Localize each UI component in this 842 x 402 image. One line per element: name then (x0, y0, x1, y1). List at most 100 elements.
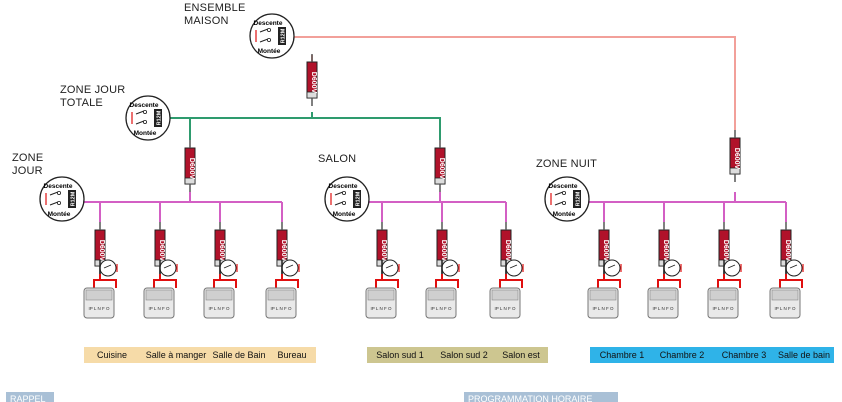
motor-terminals (367, 289, 395, 301)
relay-box (68, 190, 76, 208)
motor-terminal-label: IP L N F O (208, 306, 230, 311)
wire-local (786, 279, 803, 288)
shutter-motor: IP L N F O (587, 259, 622, 319)
motors-layer: IP L N F O IP L N F O IP L N F O IP L N F O… (83, 259, 804, 319)
diode-label: D600V (188, 158, 195, 180)
wires-layer (84, 36, 803, 288)
switch-contact (259, 38, 269, 43)
diode-label: D600V (218, 240, 225, 262)
room-label: Cuisine (96, 350, 127, 360)
motor-terminal-label: IP L N F O (430, 306, 452, 311)
room-label: Salon sud 1 (376, 350, 424, 360)
switch-contact (49, 201, 59, 206)
local-switch-contact (285, 264, 294, 269)
room-bar-nuit: Chambre 1 Chambre 2 Chambre 3 Salle de b… (590, 347, 834, 363)
wire-maison-nuit (290, 36, 736, 130)
local-switch (381, 259, 399, 277)
local-switch-contact (103, 264, 112, 269)
switch-terminal (562, 190, 567, 195)
room-label: Chambre 1 (599, 350, 645, 360)
motor-terminals (145, 289, 173, 301)
wire-local (499, 274, 507, 288)
switch-descente-label: Descente (44, 183, 73, 190)
shutter-motor: IP L N F O (425, 259, 460, 319)
switch-montee-label: Montée (553, 211, 576, 218)
diode-label: D600V (722, 240, 729, 262)
wire-local (724, 279, 741, 288)
wire-local (664, 279, 681, 288)
relay-label: R12M (281, 28, 287, 43)
switch-circle (125, 95, 171, 141)
room-label: Bureau (277, 350, 307, 360)
diode-jour: D600V (184, 140, 196, 192)
switch-circle (249, 13, 295, 59)
local-switch (505, 259, 523, 277)
local-switch-contact (789, 264, 798, 269)
motor-terminal-label: IP L N F O (774, 306, 796, 311)
relay-box (154, 109, 162, 127)
wire-local (717, 274, 725, 288)
relay-label: R12M (157, 110, 163, 125)
shutter-motor: IP L N F O (143, 259, 178, 319)
switch-contact (49, 191, 59, 196)
room-label: Chambre 3 (721, 350, 767, 360)
switch-contact (334, 201, 344, 206)
switch-montee-label: Montée (333, 211, 356, 218)
local-switch (219, 259, 237, 277)
relay-label: R12M (71, 191, 77, 206)
switch-descente-label: Descente (254, 20, 283, 27)
local-switch-contact (727, 264, 736, 269)
motor-terminals (649, 289, 677, 301)
motor-terminal-label: IP L N F O (712, 306, 734, 311)
diode-label: D600V (440, 240, 447, 262)
switch-terminal (57, 200, 62, 205)
local-switch (723, 259, 741, 277)
motor-terminals (491, 289, 519, 301)
room-label: Salle de Bain (212, 350, 266, 360)
section-tab-programmation[interactable]: PROGRAMMATION HORAIRE (464, 392, 618, 402)
relay-label: R12M (356, 191, 362, 206)
wire-local (657, 274, 665, 288)
room-label: Salle à manger (145, 350, 207, 360)
diode-label: D600V (662, 240, 669, 262)
wire-local (604, 279, 621, 288)
diode-label: D600V (733, 148, 740, 170)
motor-terminals (85, 289, 113, 301)
switch-contact (135, 110, 145, 115)
switch-terminal (562, 200, 567, 205)
local-switch-contact (667, 264, 676, 269)
shutter-motor: IP L N F O (365, 259, 400, 319)
switch-descente-label: Descente (329, 183, 358, 190)
motor-terminals (205, 289, 233, 301)
switch-circle (544, 176, 590, 222)
switch-terminal (266, 38, 271, 43)
diode-label: D600V (158, 240, 165, 262)
diode-label: D600V (438, 158, 445, 180)
local-switch (663, 259, 681, 277)
wire-local (375, 274, 383, 288)
room-label: Salon est (502, 350, 540, 360)
diode-label: D600V (380, 240, 387, 262)
wire-local (160, 279, 177, 288)
zone-label-salon: SALON (318, 153, 357, 165)
switch-montee-label: Montée (134, 130, 157, 137)
local-switch (159, 259, 177, 277)
local-switch-contact (509, 264, 518, 269)
wire-local (213, 274, 221, 288)
section-tab-rappel[interactable]: RAPPEL (6, 392, 54, 402)
diodes-layer: D600V D600V D600V D600V D600V D600V D600V D600V… (94, 54, 792, 274)
motor-terminals (709, 289, 737, 301)
wire-local (382, 279, 399, 288)
shutter-motor: IP L N F O (489, 259, 524, 319)
wire-local (275, 274, 283, 288)
motor-terminal-label: IP L N F O (88, 306, 110, 311)
motor-terminal-label: IP L N F O (652, 306, 674, 311)
switch-circle (39, 176, 85, 222)
motor-terminal-label: IP L N F O (370, 306, 392, 311)
